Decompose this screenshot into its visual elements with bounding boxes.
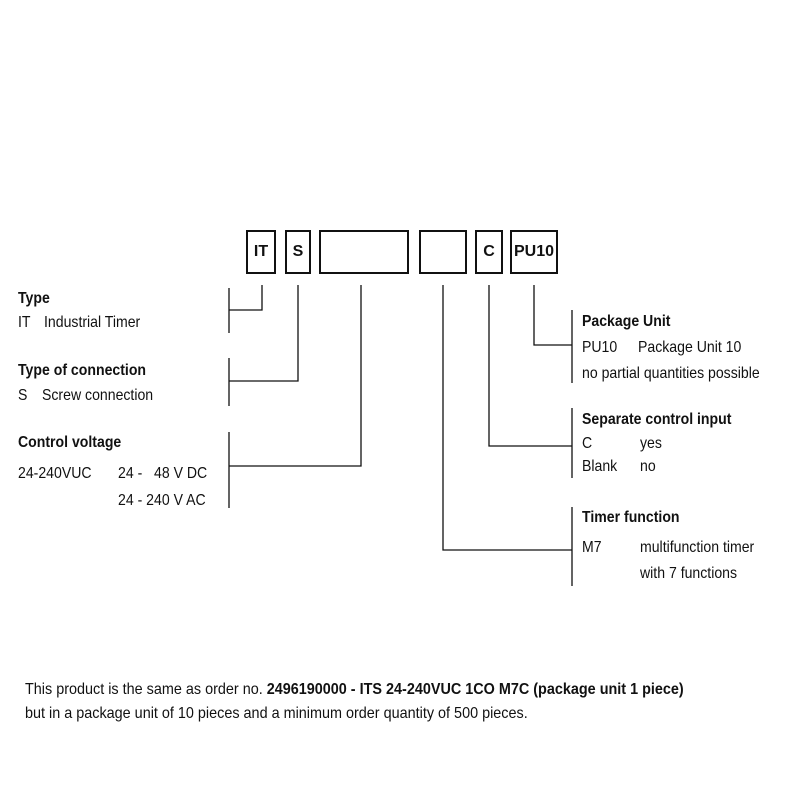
code-box-type: IT bbox=[246, 230, 276, 274]
control-input-code-c: C bbox=[582, 435, 593, 452]
type-code: IT bbox=[18, 314, 31, 331]
timer-heading: Timer function bbox=[582, 509, 680, 526]
connector-connection bbox=[229, 285, 299, 382]
control-input-heading: Separate control input bbox=[582, 411, 732, 428]
footer-order-number: 2496190000 - ITS 24-240VUC 1CO M7C (pack… bbox=[266, 681, 684, 698]
connector-control-input bbox=[488, 285, 572, 447]
timer-code: M7 bbox=[582, 539, 602, 556]
type-desc: Industrial Timer bbox=[44, 314, 141, 331]
code-box-package-unit: PU10 bbox=[510, 230, 558, 274]
timer-desc1: multifunction timer bbox=[640, 539, 755, 556]
voltage-heading: Control voltage bbox=[18, 434, 122, 451]
connector-type bbox=[229, 285, 263, 311]
voltage-code: 24-240VUC bbox=[18, 465, 92, 482]
connection-heading: Type of connection bbox=[18, 362, 147, 379]
control-input-val-no: no bbox=[640, 458, 656, 475]
control-input-val-yes: yes bbox=[640, 435, 662, 452]
footer-line2: but in a package unit of 10 pieces and a… bbox=[25, 705, 528, 722]
package-desc: Package Unit 10 bbox=[638, 339, 742, 356]
connector-voltage bbox=[229, 285, 362, 467]
voltage-line1: 24 - 48 V DC bbox=[118, 465, 208, 482]
package-note: no partial quantities possible bbox=[582, 365, 760, 382]
code-box-voltage bbox=[319, 230, 409, 274]
connection-code: S bbox=[18, 387, 28, 404]
code-box-timer-function bbox=[419, 230, 467, 274]
footer-prefix: This product is the same as order no. bbox=[25, 681, 263, 698]
connector-package bbox=[533, 285, 572, 346]
timer-desc2: with 7 functions bbox=[640, 565, 738, 582]
package-code: PU10 bbox=[582, 339, 618, 356]
code-box-control-input: C bbox=[475, 230, 503, 274]
voltage-line2: 24 - 240 V AC bbox=[118, 492, 206, 509]
footer-note: This product is the same as order no. 24… bbox=[25, 678, 684, 726]
connection-desc: Screw connection bbox=[42, 387, 154, 404]
connector-timer bbox=[442, 285, 572, 551]
package-heading: Package Unit bbox=[582, 313, 671, 330]
control-input-code-blank: Blank bbox=[582, 458, 618, 475]
type-heading: Type bbox=[18, 290, 50, 307]
code-box-connection: S bbox=[285, 230, 311, 274]
footer-line1: This product is the same as order no. 24… bbox=[25, 678, 684, 702]
